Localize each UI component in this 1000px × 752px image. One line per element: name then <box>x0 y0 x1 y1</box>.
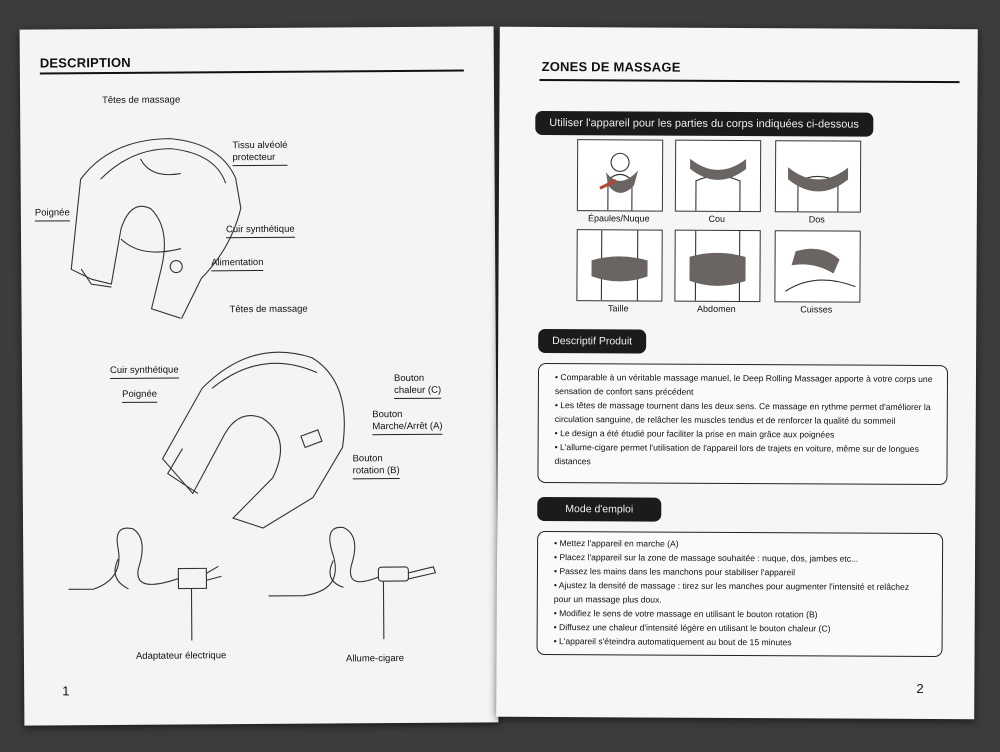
zones-title: ZONES DE MASSAGE <box>541 58 681 75</box>
label-alimentation: Alimentation <box>211 256 264 272</box>
description-title: DESCRIPTION <box>39 54 131 71</box>
descriptif-item: • Les têtes de massage tournent dans les… <box>554 400 931 426</box>
descriptif-heading: Descriptif Produit <box>538 328 647 354</box>
zone-image-epaules-nuque <box>576 139 664 212</box>
mode-item: • Ajustez la densité de massage : tirez … <box>553 580 910 605</box>
descriptif-item: • L'allume-cigare permet l'utilisation d… <box>554 442 919 467</box>
massager-top-illustration <box>70 138 242 320</box>
label-tetes-de-massage-1: Têtes de massage <box>102 94 181 107</box>
car-lighter-illustration <box>268 526 437 640</box>
label-cuir-synthetique-2: Cuir synthétique <box>109 364 179 380</box>
zone-label-taille: Taille <box>608 303 629 314</box>
zone-label-cuisses: Cuisses <box>800 304 833 315</box>
zone-label-abdomen: Abdomen <box>697 303 736 314</box>
label-tetes-de-massage-2: Têtes de massage <box>229 303 308 316</box>
zone-image-cou <box>674 139 762 213</box>
zone-image-cuisses <box>774 230 861 303</box>
label-bouton-marche-arret: Bouton Marche/Arrêt (A) <box>372 408 443 436</box>
mode-emploi-panel: • Mettez l'appareil en marche (A) • Plac… <box>536 530 944 658</box>
zone-label-dos: Dos <box>808 214 825 225</box>
mode-item: • L'appareil s'éteindra automatiquement … <box>553 636 792 648</box>
zone-label-cou: Cou <box>708 213 726 224</box>
left-page: DESCRIPTION Têtes de massage Tissu alvéo… <box>19 26 499 726</box>
massager-middle-illustration <box>161 351 345 529</box>
zones-title-rule <box>539 78 960 84</box>
label-adaptateur-electrique: Adaptateur électrique <box>135 650 227 662</box>
label-cuir-synthetique-1: Cuir synthétique <box>225 223 295 239</box>
zone-image-taille <box>576 229 663 302</box>
page-number-left: 1 <box>62 683 70 699</box>
right-page: ZONES DE MASSAGE Utiliser l'appareil pou… <box>496 26 978 720</box>
zone-image-abdomen <box>674 229 761 303</box>
zone-label-epaules-nuque: Épaules/Nuque <box>588 213 650 224</box>
label-poignee-2: Poignée <box>122 388 158 403</box>
label-bouton-rotation: Bouton rotation (B) <box>352 453 400 480</box>
label-poignee-1: Poignée <box>34 207 70 222</box>
descriptif-panel: • Comparable à un véritable massage manu… <box>537 362 949 486</box>
title-rule <box>39 69 464 75</box>
label-bouton-chaleur: Bouton chaleur (C) <box>393 372 442 400</box>
label-tissu-alveole: Tissu alvéolé protecteur <box>232 139 288 167</box>
power-adapter-illustration <box>68 527 222 641</box>
zone-image-dos <box>774 140 862 213</box>
label-allume-cigare: Allume-cigare <box>345 652 405 665</box>
descriptif-item: • Comparable à un véritable massage manu… <box>554 372 933 397</box>
zones-intro-banner: Utiliser l'appareil pour les parties du … <box>535 110 874 137</box>
mode-emploi-heading: Mode d'emploi <box>537 496 662 522</box>
page-number-right: 2 <box>916 680 924 696</box>
